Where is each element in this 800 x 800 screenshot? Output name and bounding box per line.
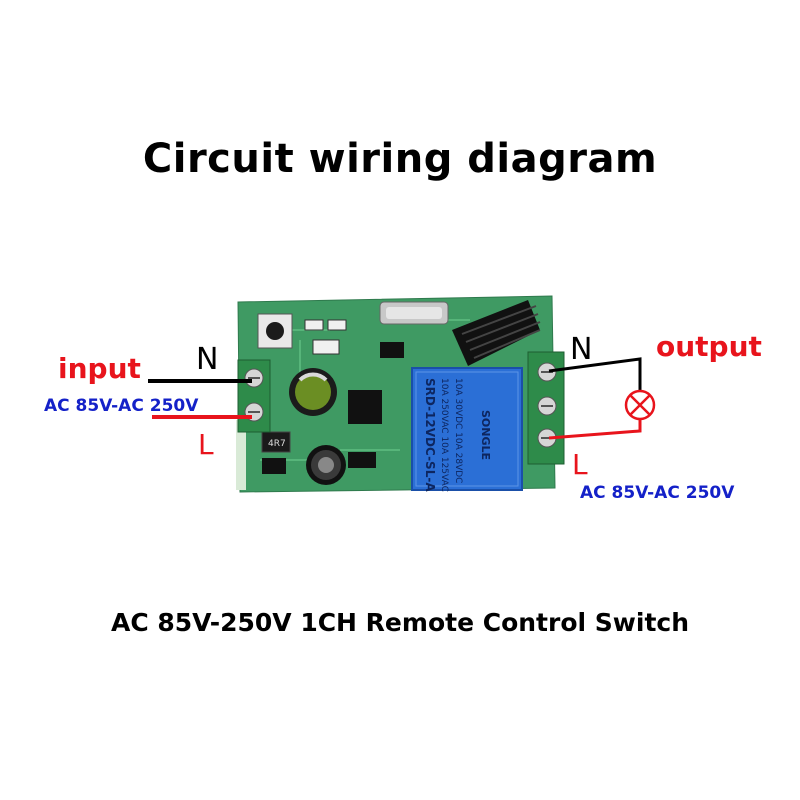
input-voltage-label: AC 85V-AC 250V <box>44 396 199 416</box>
relay: SRD-12VDC-SL-A 10A 250VAC 10A 125VAC 10A… <box>411 367 523 492</box>
diagram-title: Circuit wiring diagram <box>142 136 658 182</box>
input-l-label: L <box>198 428 214 461</box>
capacitor-top <box>289 368 337 416</box>
relay-rating-1: 10A 250VAC 10A 125VAC <box>439 378 449 492</box>
relay-model: SRD-12VDC-SL-A <box>423 378 437 492</box>
output-voltage-label: AC 85V-AC 250V <box>580 483 735 503</box>
output-label: output <box>656 330 762 363</box>
input-n-label: N <box>196 342 219 377</box>
output-n-wire <box>548 357 642 392</box>
push-button <box>257 313 293 349</box>
output-l-label: L <box>572 448 588 481</box>
output-l-wire <box>548 418 642 440</box>
output-n-label: N <box>570 332 593 367</box>
capacitor-bottom <box>306 445 346 485</box>
input-label: input <box>58 352 141 385</box>
product-caption: AC 85V-250V 1CH Remote Control Switch <box>110 608 690 637</box>
input-terminal-block <box>237 359 271 433</box>
relay-rating-2: 10A 30VDC 10A 28VDC <box>453 378 463 483</box>
inductor-mark: 4R7 <box>268 439 286 449</box>
relay-brand: SONGLE <box>479 410 492 460</box>
receiver-module <box>379 301 449 325</box>
antenna-coil <box>452 300 541 366</box>
lamp-icon <box>624 389 656 421</box>
